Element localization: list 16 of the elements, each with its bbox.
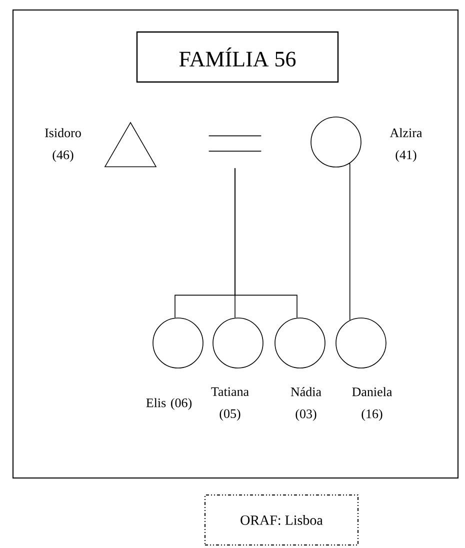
marriage-symbol	[208, 135, 262, 152]
person-label: Elis (06)	[146, 398, 192, 410]
location-box: ORAF: Lisboa	[204, 494, 358, 546]
descent-line	[348, 163, 350, 321]
descent-line	[234, 168, 298, 318]
circle-symbol	[336, 318, 386, 368]
circle-symbol	[152, 318, 204, 368]
person-label: Isidoro (46)	[45, 128, 81, 162]
title-box: FAMÍLIA 56	[136, 31, 339, 83]
person-label: Daniela (16)	[352, 387, 392, 421]
person-label: Nádia (03)	[290, 387, 322, 421]
person-label: Alzira (41)	[390, 128, 422, 162]
person-label: Tatiana (05)	[211, 387, 249, 421]
circle-symbol	[310, 116, 362, 168]
circle-symbol	[212, 318, 264, 368]
circle-symbol	[274, 318, 326, 368]
